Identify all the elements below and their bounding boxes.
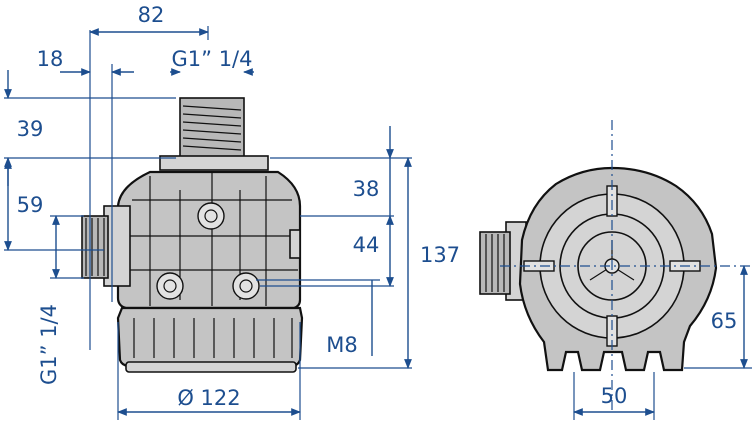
dim-137-label: 137 [420, 243, 460, 267]
dim-38: 38 [270, 126, 412, 217]
dim-thread-top: G1” 1/4 [170, 47, 254, 76]
bolt-right [232, 272, 260, 300]
dim-18-label: 18 [37, 47, 64, 71]
dim-thread-side: G1” 1/4 [37, 215, 84, 385]
dim-122: Ø 122 [117, 322, 301, 420]
dim-38-label: 38 [353, 177, 380, 201]
dim-39: 39 [4, 70, 176, 186]
dim-82: 82 [89, 3, 209, 350]
dim-18: 18 [37, 47, 134, 302]
side-view: 82 18 G1” 1/4 39 59 [4, 3, 460, 420]
dim-65-label: 65 [711, 309, 738, 333]
side-boss [289, 229, 301, 259]
bolt-left [156, 272, 184, 300]
filter-bowl [116, 306, 304, 373]
dim-50-label: 50 [601, 384, 628, 408]
front-inlet [479, 221, 527, 301]
dim-m8: M8 [256, 279, 380, 357]
dim-m8-label: M8 [326, 333, 357, 357]
top-thread-outlet [159, 97, 269, 171]
dim-50: 50 [573, 372, 655, 420]
dim-82-label: 82 [138, 3, 165, 27]
dim-59-label: 59 [17, 193, 44, 217]
filter-housing [116, 170, 302, 310]
bolt-top [197, 202, 225, 230]
dim-137: 137 [298, 157, 460, 369]
side-inlet [81, 205, 131, 287]
dim-65: 65 [684, 265, 752, 369]
dim-39-label: 39 [17, 117, 44, 141]
dim-44-label: 44 [353, 233, 380, 257]
front-view: 65 50 [479, 120, 752, 420]
dim-thread-top-label: G1” 1/4 [172, 47, 253, 71]
dim-thread-side-label: G1” 1/4 [37, 304, 61, 385]
dim-122-label: Ø 122 [177, 386, 240, 410]
